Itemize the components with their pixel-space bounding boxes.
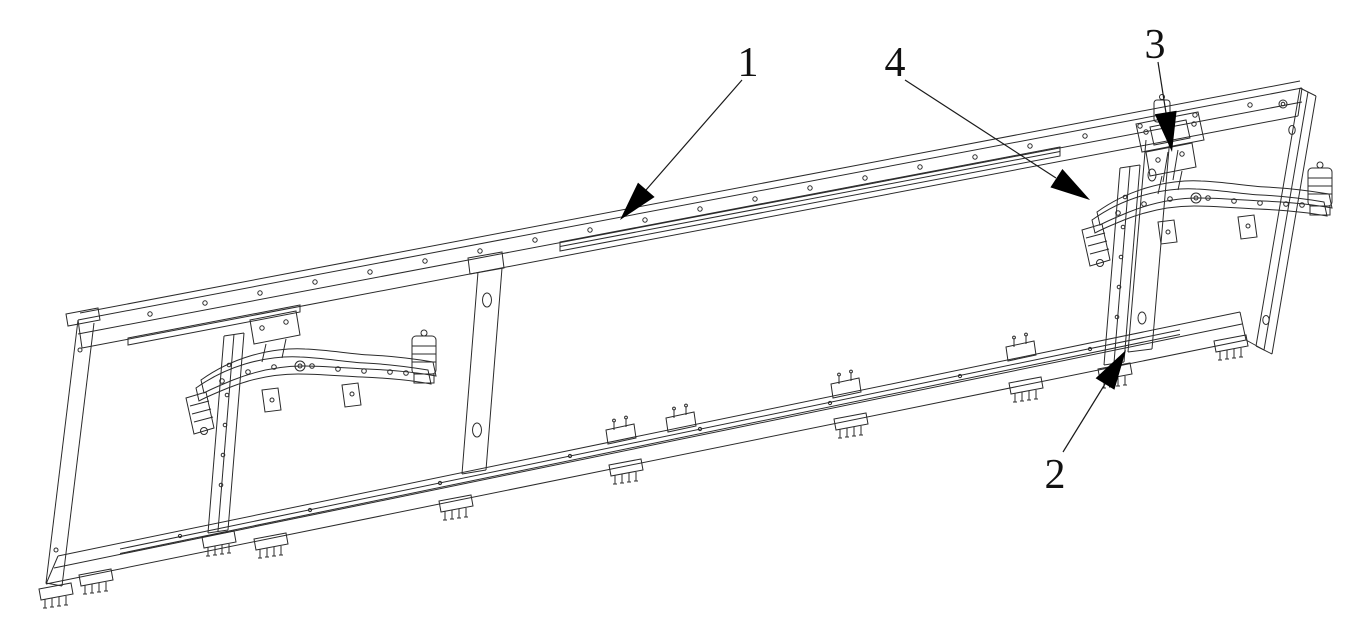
top-rail-strip-left <box>127 304 301 346</box>
right-carriage-assembly <box>1082 143 1332 388</box>
mounting-foot <box>78 568 114 595</box>
callout-3: 3 <box>1145 22 1177 152</box>
mounting-foot <box>438 494 474 521</box>
mounting-foot <box>1213 334 1249 361</box>
top-beam <box>77 87 1303 349</box>
mounting-foot <box>833 412 869 439</box>
callout-4-leader <box>904 79 1057 179</box>
bottom-guide-rail <box>119 329 1181 554</box>
callout-3-label: 3 <box>1145 22 1166 68</box>
bottom-beam <box>45 311 1247 585</box>
callout-4-label: 4 <box>885 40 906 86</box>
callout-2-leader <box>1062 383 1106 453</box>
top-rail-strip-main <box>559 146 1061 252</box>
callout-1-leader <box>645 79 743 191</box>
callout-2-label: 2 <box>1045 452 1066 498</box>
callout-4-arrow <box>1050 169 1090 200</box>
callout-3-leader <box>1157 61 1167 114</box>
callout-2-arrow <box>1095 350 1126 390</box>
bottom-beam-holes <box>177 346 1093 539</box>
callout-4: 4 <box>885 40 1090 200</box>
right-end-post <box>1245 87 1317 355</box>
mounting-foot <box>38 582 74 609</box>
callouts: 1 4 3 2 <box>620 22 1177 498</box>
mid-post <box>461 251 505 475</box>
mounting-foot <box>608 458 644 485</box>
drawing-linework <box>38 80 1332 609</box>
callout-1-label: 1 <box>738 40 759 86</box>
callout-1-arrow <box>620 182 655 220</box>
left-end-post <box>45 307 101 587</box>
left-carriage-assembly <box>186 311 436 556</box>
frame-far-edge-line <box>79 80 1301 314</box>
callout-2: 2 <box>1045 350 1126 498</box>
mounting-foot <box>253 532 289 559</box>
callout-1: 1 <box>620 40 759 220</box>
rail-brackets <box>605 332 1037 445</box>
top-beam-holes <box>147 102 1253 317</box>
mounting-foot <box>1008 376 1044 403</box>
callout-3-arrow <box>1154 110 1177 152</box>
